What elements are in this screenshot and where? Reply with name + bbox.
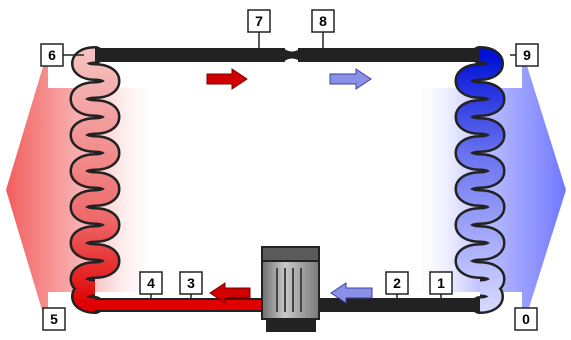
svg-text:0: 0 [522, 311, 530, 327]
point-label-6: 6 [40, 43, 64, 67]
point-label-group: 0 1 2 3 4 5 6 7 [40, 9, 539, 331]
svg-text:1: 1 [437, 275, 445, 291]
point-label-9: 9 [515, 43, 539, 67]
svg-text:6: 6 [48, 47, 56, 63]
svg-text:3: 3 [187, 275, 195, 291]
svg-text:8: 8 [319, 13, 327, 29]
svg-text:5: 5 [50, 311, 58, 327]
point-label-0: 0 [514, 307, 538, 331]
point-label-5: 5 [42, 307, 66, 331]
svg-text:9: 9 [523, 47, 531, 63]
compressor-icon [261, 246, 320, 332]
point-label-2: 2 [385, 271, 409, 295]
svg-text:7: 7 [255, 13, 263, 29]
point-label-4: 4 [139, 271, 163, 295]
heat-transfer-arrow-icon [6, 50, 160, 330]
flow-arrow-icon [330, 282, 373, 304]
flow-arrow-icon [209, 282, 251, 304]
expansion-valve [283, 48, 301, 62]
point-label-8: 8 [311, 9, 335, 33]
point-label-3: 3 [179, 271, 203, 295]
point-leader-lines [63, 32, 516, 299]
svg-text:2: 2 [393, 275, 401, 291]
flow-arrow-icon [329, 68, 372, 90]
point-label-7: 7 [247, 9, 271, 33]
point-label-1: 1 [429, 271, 453, 295]
svg-text:4: 4 [147, 275, 155, 291]
flow-arrow-icon [206, 68, 248, 90]
